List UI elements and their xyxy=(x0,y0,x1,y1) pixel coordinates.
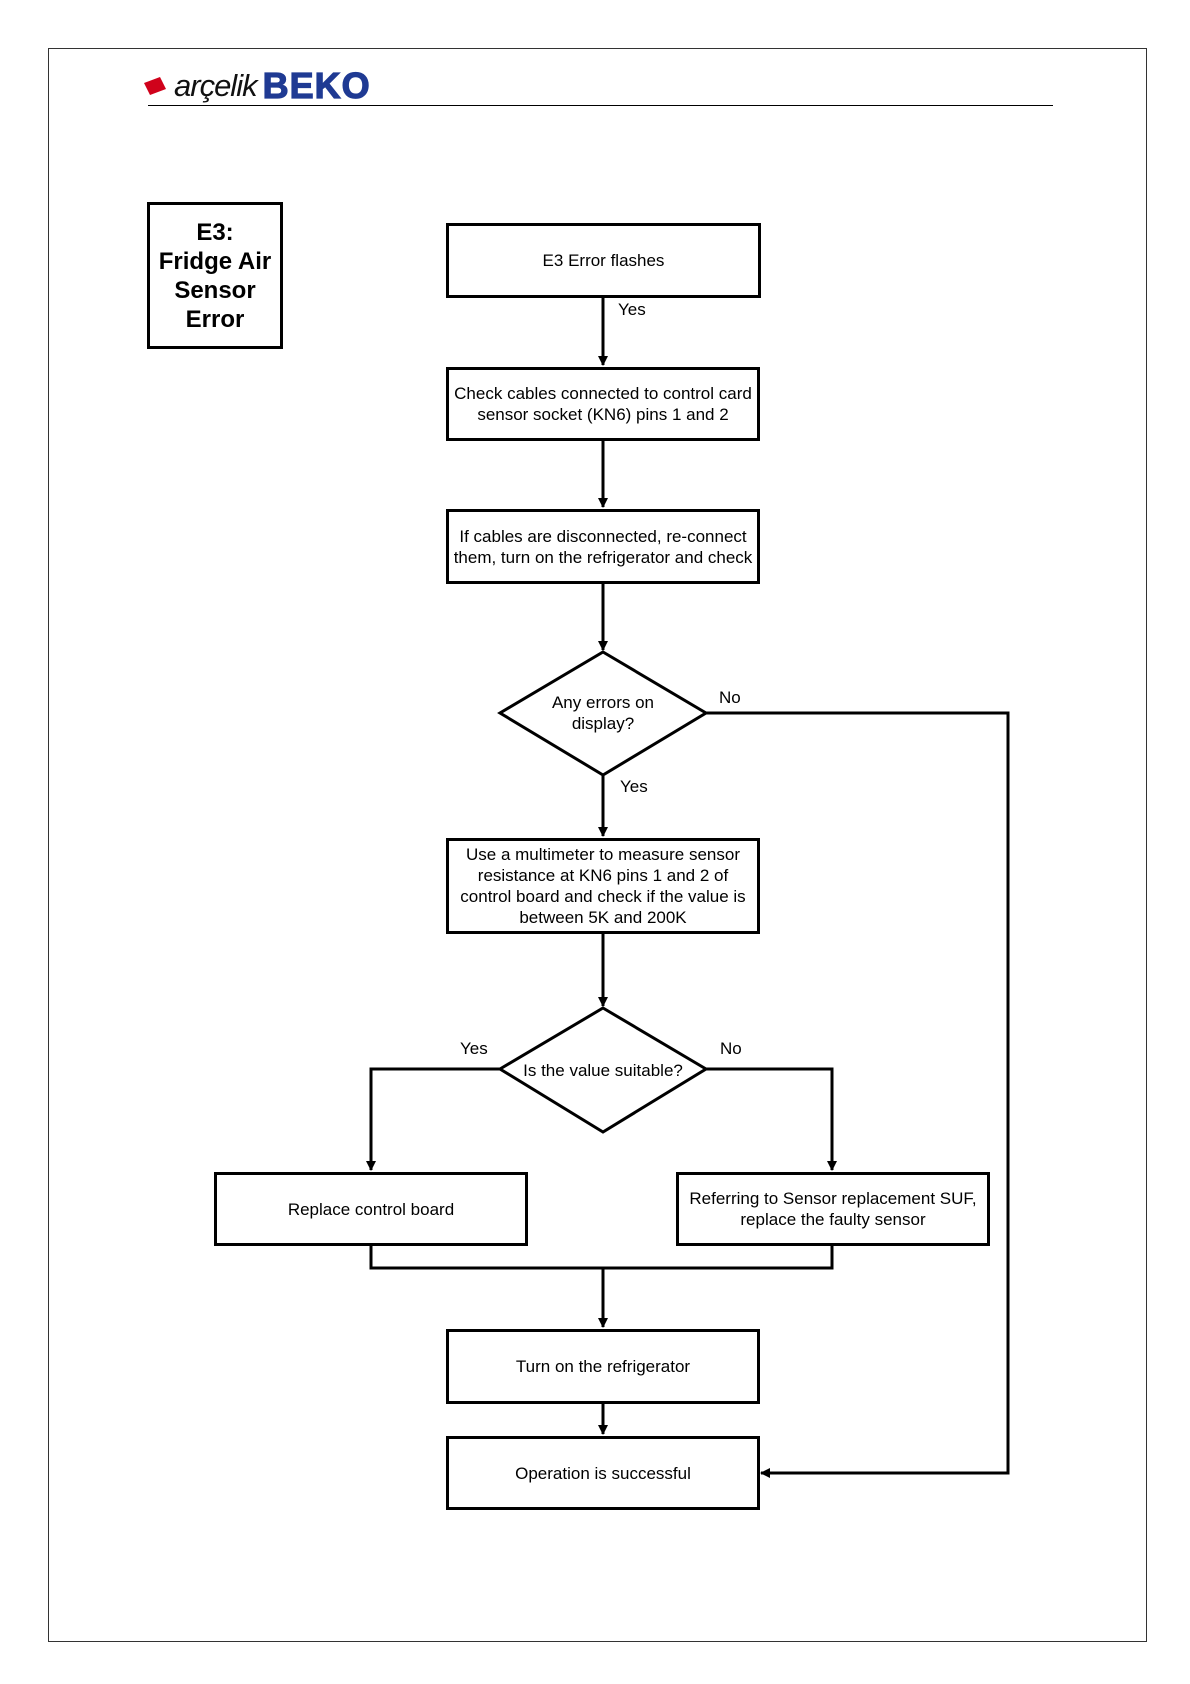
label-yes-start: Yes xyxy=(618,300,646,319)
decision-value-shape xyxy=(497,1006,709,1134)
decision-errors-shape xyxy=(497,650,709,777)
title-line-3: Sensor xyxy=(174,276,256,304)
connector-no-success xyxy=(706,711,1010,1478)
brand-arcelik: arçelik xyxy=(174,68,258,103)
label-no-value: No xyxy=(720,1039,742,1058)
connector-no-sensor xyxy=(706,1067,837,1171)
decision-value-text: Is the value suitable? xyxy=(523,1060,683,1080)
node-measure: Use a multimeter to measure sensor resis… xyxy=(446,838,760,934)
label-no-errors: No xyxy=(719,688,741,707)
label-yes-errors: Yes xyxy=(620,777,648,796)
node-turn-on: Turn on the refrigerator xyxy=(446,1329,760,1404)
node-check-cables: Check cables connected to control card s… xyxy=(446,367,760,441)
connector-yes-board xyxy=(366,1067,500,1171)
decision-errors-text: Any errors on display? xyxy=(551,693,655,733)
error-title-box: E3: Fridge Air Sensor Error xyxy=(147,202,283,349)
node-replace-sensor: Referring to Sensor replacement SUF, rep… xyxy=(676,1172,990,1246)
connector-merge xyxy=(369,1245,834,1270)
label-yes-value: Yes xyxy=(460,1039,488,1058)
title-line-2: Fridge Air xyxy=(158,247,272,275)
header-rule xyxy=(148,105,1053,106)
title-line-4: Error xyxy=(185,305,245,333)
brand-beko: BEKO xyxy=(262,64,371,106)
node-success: Operation is successful xyxy=(446,1436,760,1510)
brand-logo: arçelik BEKO xyxy=(142,64,371,108)
page-frame xyxy=(48,48,1147,1642)
node-reconnect: If cables are disconnected, re-connect t… xyxy=(446,509,760,584)
brand-mark-icon xyxy=(144,77,166,95)
title-line-1: E3: xyxy=(196,218,234,246)
node-start: E3 Error flashes xyxy=(446,223,761,298)
node-replace-board: Replace control board xyxy=(214,1172,528,1246)
